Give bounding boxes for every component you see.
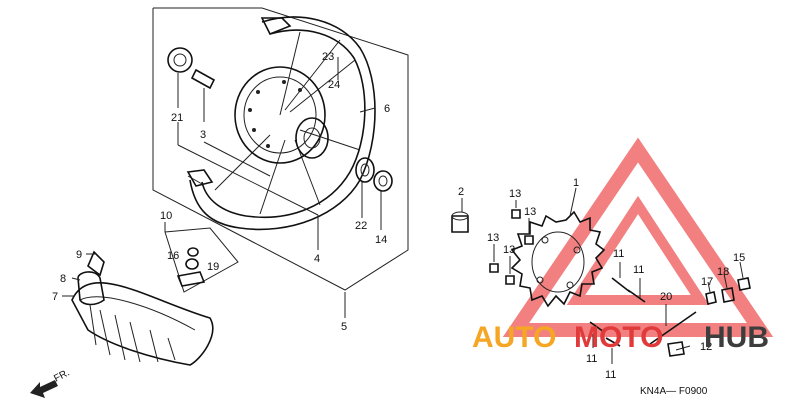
callout-2: 2 [458,186,464,198]
rim [186,16,376,231]
watermark-auto: AUTO [472,321,556,354]
hub [234,66,329,164]
callout-7: 7 [52,291,58,303]
callout-11-c: 11 [586,353,597,365]
valve-cap [176,247,206,287]
tire [71,250,214,366]
watermark-text: AUTO MOTO HUB [472,321,769,354]
sprocket [510,210,606,308]
callout-19: 19 [207,261,219,273]
callout-18: 18 [717,266,729,278]
leader-lines-sprocket [461,187,744,364]
callout-13-b: 13 [524,206,536,218]
callout-12: 12 [700,341,712,353]
chain-adjuster-parts [667,277,751,357]
callout-11-d: 11 [605,369,616,381]
callout-14: 14 [375,234,387,246]
callout-9: 9 [76,249,82,261]
sprocket-bolts [589,277,697,347]
callout-15: 15 [733,252,745,264]
axle-spacer [190,68,216,90]
spokes [214,31,361,215]
callout-13-c: 13 [487,232,499,244]
callout-13-a: 13 [509,188,521,200]
callout-8: 8 [60,273,66,285]
callout-22: 22 [355,220,367,232]
callout-labels: 1 2 3 4 5 6 7 8 9 10 11 11 11 11 12 13 1… [52,51,745,381]
callout-20: 20 [660,291,672,303]
sprocket-nuts [489,209,534,285]
callout-5: 5 [341,321,347,333]
leader-lines-tire [62,253,96,297]
callout-24: 24 [328,79,340,91]
direction-label: FR. [52,367,71,384]
callout-23: 23 [322,51,334,63]
diagram-code: KN4A— F0900 [640,386,708,397]
callout-17: 17 [701,276,713,288]
callout-6: 6 [384,103,390,115]
callout-16: 16 [167,250,179,262]
wheel-assembly-frame [152,7,409,291]
callout-1: 1 [573,177,579,189]
callout-3: 3 [200,129,206,141]
callout-10: 10 [160,210,172,222]
callout-11-b: 11 [633,264,644,276]
bearing-left [167,47,193,73]
bearing-right [355,157,375,183]
callout-4: 4 [314,253,320,265]
callout-13-d: 13 [503,244,515,256]
front-direction-arrow-icon [30,380,58,398]
sprocket-damper [451,211,469,233]
callout-21: 21 [171,112,183,124]
tube-valve-frame [164,222,239,293]
dust-seal [373,170,393,192]
callout-11-a: 11 [613,248,624,260]
watermark-hub: HUB [704,321,769,354]
watermark-moto: MOTO [574,321,663,354]
leader-lines-wheel [177,57,382,318]
watermark-triangle-logo [502,137,774,337]
